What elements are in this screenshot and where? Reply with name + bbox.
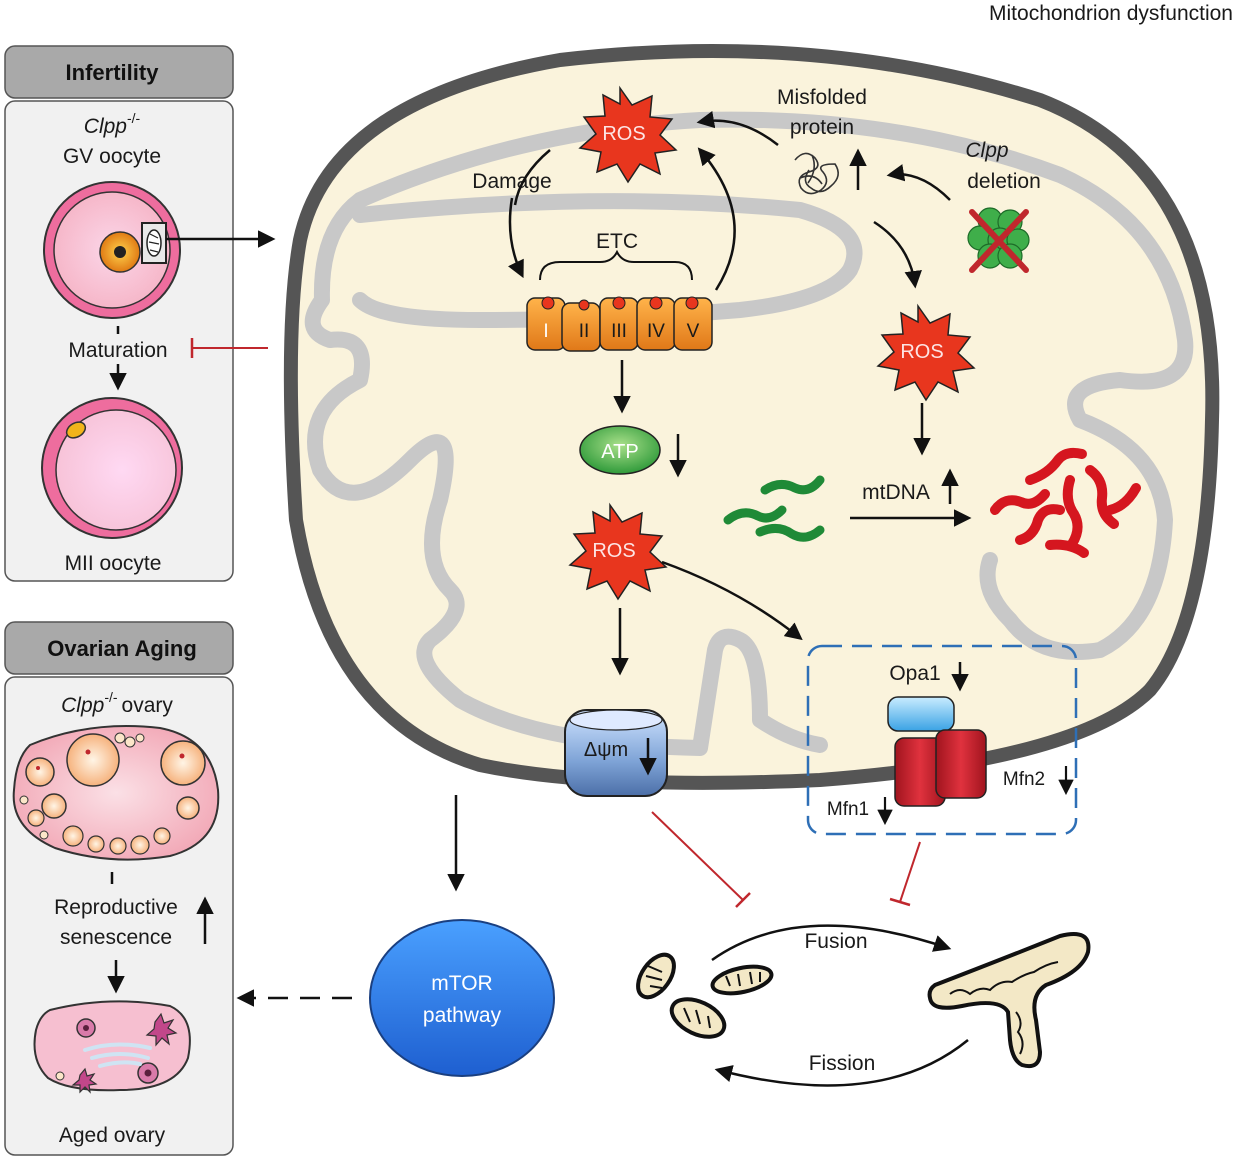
- gv-oocyte-label: GV oocyte: [63, 145, 161, 168]
- mtdna-normal-image: [723, 475, 825, 542]
- misfolded-protein-image: [794, 152, 839, 195]
- senescence-label: senescence: [60, 926, 172, 949]
- fused-mitochondrion-image: [927, 932, 1091, 1069]
- ros-burst-top: ROS: [578, 85, 678, 184]
- mfn2-label: Mfn2: [1003, 769, 1045, 790]
- fusion-protein-box: [806, 644, 1078, 836]
- damage-label: Damage: [472, 170, 551, 193]
- aged-ovary-label: Aged ovary: [59, 1124, 166, 1147]
- mii-oocyte-image: [41, 397, 183, 539]
- opa1-protein: [887, 696, 955, 732]
- aged-ovary-image: [33, 1000, 191, 1094]
- fusion-arrow: [711, 924, 952, 962]
- svg-text:Δψm: Δψm: [584, 739, 628, 761]
- svg-text:ATP: ATP: [601, 441, 638, 463]
- svg-text:ROS: ROS: [592, 540, 635, 562]
- crista: [352, 193, 863, 329]
- infertility-header: [4, 45, 234, 99]
- membrane-potential-channel: Δψm: [564, 709, 668, 797]
- svg-text:pathway: pathway: [423, 1004, 502, 1027]
- gv-oocyte-image: [43, 181, 181, 319]
- misfolded-label-1: Misfolded: [777, 86, 867, 109]
- svg-text:mTOR: mTOR: [431, 972, 492, 995]
- misfolded-label-2: protein: [790, 116, 854, 139]
- ovarian-aging-title: Ovarian Aging: [47, 636, 197, 661]
- ovarian-aging-header: [4, 621, 234, 675]
- svg-text:II: II: [579, 321, 590, 342]
- infertility-panel: Infertility Clpp-/- GV oocyte Maturation: [4, 45, 276, 582]
- clpp-protease-icon: [967, 207, 1030, 273]
- etc-label: ETC: [596, 230, 638, 253]
- fission-arrow: [714, 1039, 969, 1087]
- mfn1-label: Mfn1: [827, 799, 869, 820]
- mtdna-damaged-image: [990, 447, 1141, 558]
- maturation-label: Maturation: [68, 339, 167, 362]
- ros-burst-middle: ROS: [568, 502, 668, 601]
- mtor-pathway-node: mTOR pathway: [369, 919, 555, 1077]
- infertility-title: Infertility: [66, 60, 160, 85]
- atp-molecule: ATP: [579, 425, 661, 475]
- fragmented-mitochondria-image: [636, 952, 774, 1039]
- mii-oocyte-label: MII oocyte: [65, 552, 162, 575]
- mitochondrion: [283, 44, 1220, 790]
- inner-membrane: [304, 111, 1194, 756]
- svg-text:ROS: ROS: [602, 123, 645, 145]
- svg-text:ROS: ROS: [900, 341, 943, 363]
- fusion-protein-inhibition: [899, 841, 921, 903]
- ros-burst-right: ROS: [876, 303, 976, 402]
- ovarian-aging-panel: Ovarian Aging Clpp-/-ovary: [4, 621, 234, 1156]
- svg-text:III: III: [611, 321, 627, 342]
- clpp-ovary-image: [12, 725, 220, 861]
- mtdna-label: mtDNA: [862, 481, 930, 504]
- delta-psi-inhibition: [651, 811, 744, 901]
- clpp-label: Clpp: [965, 139, 1008, 162]
- svg-text:I: I: [543, 321, 548, 342]
- ovary-genotype: Clpp-/-ovary: [61, 689, 173, 717]
- etc-complexes: I II III IV V: [526, 296, 713, 352]
- fusion-label: Fusion: [804, 930, 867, 953]
- deletion-label: deletion: [967, 170, 1041, 193]
- opa1-label: Opa1: [889, 662, 940, 685]
- mfn-proteins: [894, 729, 987, 807]
- infertility-genotype: Clpp-/-: [84, 110, 141, 138]
- svg-text:V: V: [687, 321, 700, 342]
- fission-label: Fission: [809, 1052, 876, 1075]
- svg-text:IV: IV: [647, 321, 665, 342]
- reproductive-label: Reproductive: [54, 896, 178, 919]
- diagram-title: Mitochondrion dysfunction: [989, 2, 1233, 25]
